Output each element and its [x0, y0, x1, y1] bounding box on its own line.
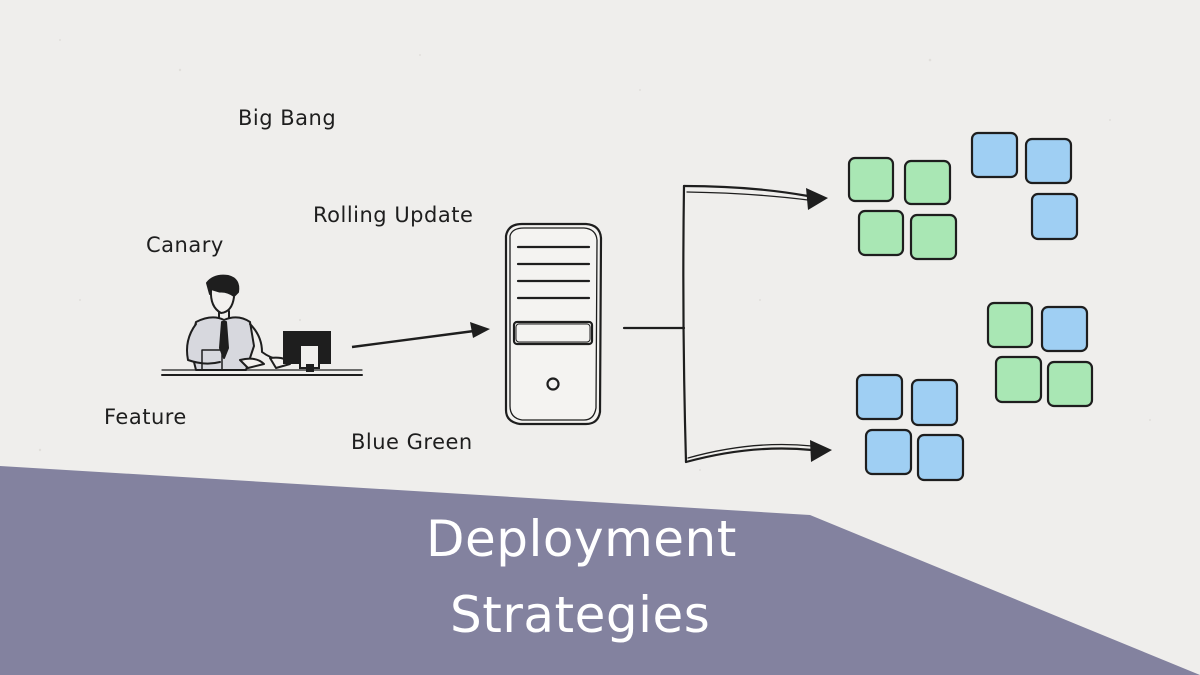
node-square-icon: [994, 355, 1043, 404]
label-canary: Canary: [146, 233, 224, 257]
node-square-icon: [1024, 137, 1073, 185]
node-square-icon: [916, 433, 965, 482]
arrow-icon: [810, 440, 832, 462]
page-title-line-2: Strategies: [450, 586, 711, 644]
monitor-icon: [283, 331, 331, 372]
page-title-line-1: Deployment: [426, 510, 737, 568]
node-cluster-green-top: [847, 156, 958, 261]
node-square-icon: [909, 213, 958, 261]
node-square-icon: [857, 209, 905, 257]
node-square-icon: [1030, 192, 1079, 241]
node-square-icon: [910, 378, 959, 427]
arrow-icon: [351, 322, 490, 349]
node-square-icon: [847, 156, 895, 203]
node-square-icon: [864, 428, 913, 476]
branch-connector: [622, 184, 814, 464]
node-square-icon: [855, 373, 904, 421]
server-tower-icon: [504, 222, 603, 426]
arrow-icon: [806, 188, 828, 210]
label-blue-green: Blue Green: [351, 430, 473, 454]
label-feature: Feature: [104, 405, 187, 429]
label-rolling-update: Rolling Update: [313, 203, 474, 227]
node-cluster-mixed: [986, 301, 1094, 408]
title-banner: [0, 466, 1200, 675]
node-cluster-blue-top: [970, 131, 1079, 241]
label-big-bang: Big Bang: [238, 106, 337, 130]
node-cluster-blue-bottom: [855, 373, 965, 482]
node-square-icon: [1040, 305, 1089, 353]
paper-texture: [38, 39, 1151, 471]
node-square-icon: [903, 159, 952, 206]
node-square-icon: [970, 131, 1019, 179]
node-square-icon: [1046, 360, 1094, 408]
developer-at-desk-icon: [161, 274, 363, 376]
node-square-icon: [986, 301, 1034, 349]
